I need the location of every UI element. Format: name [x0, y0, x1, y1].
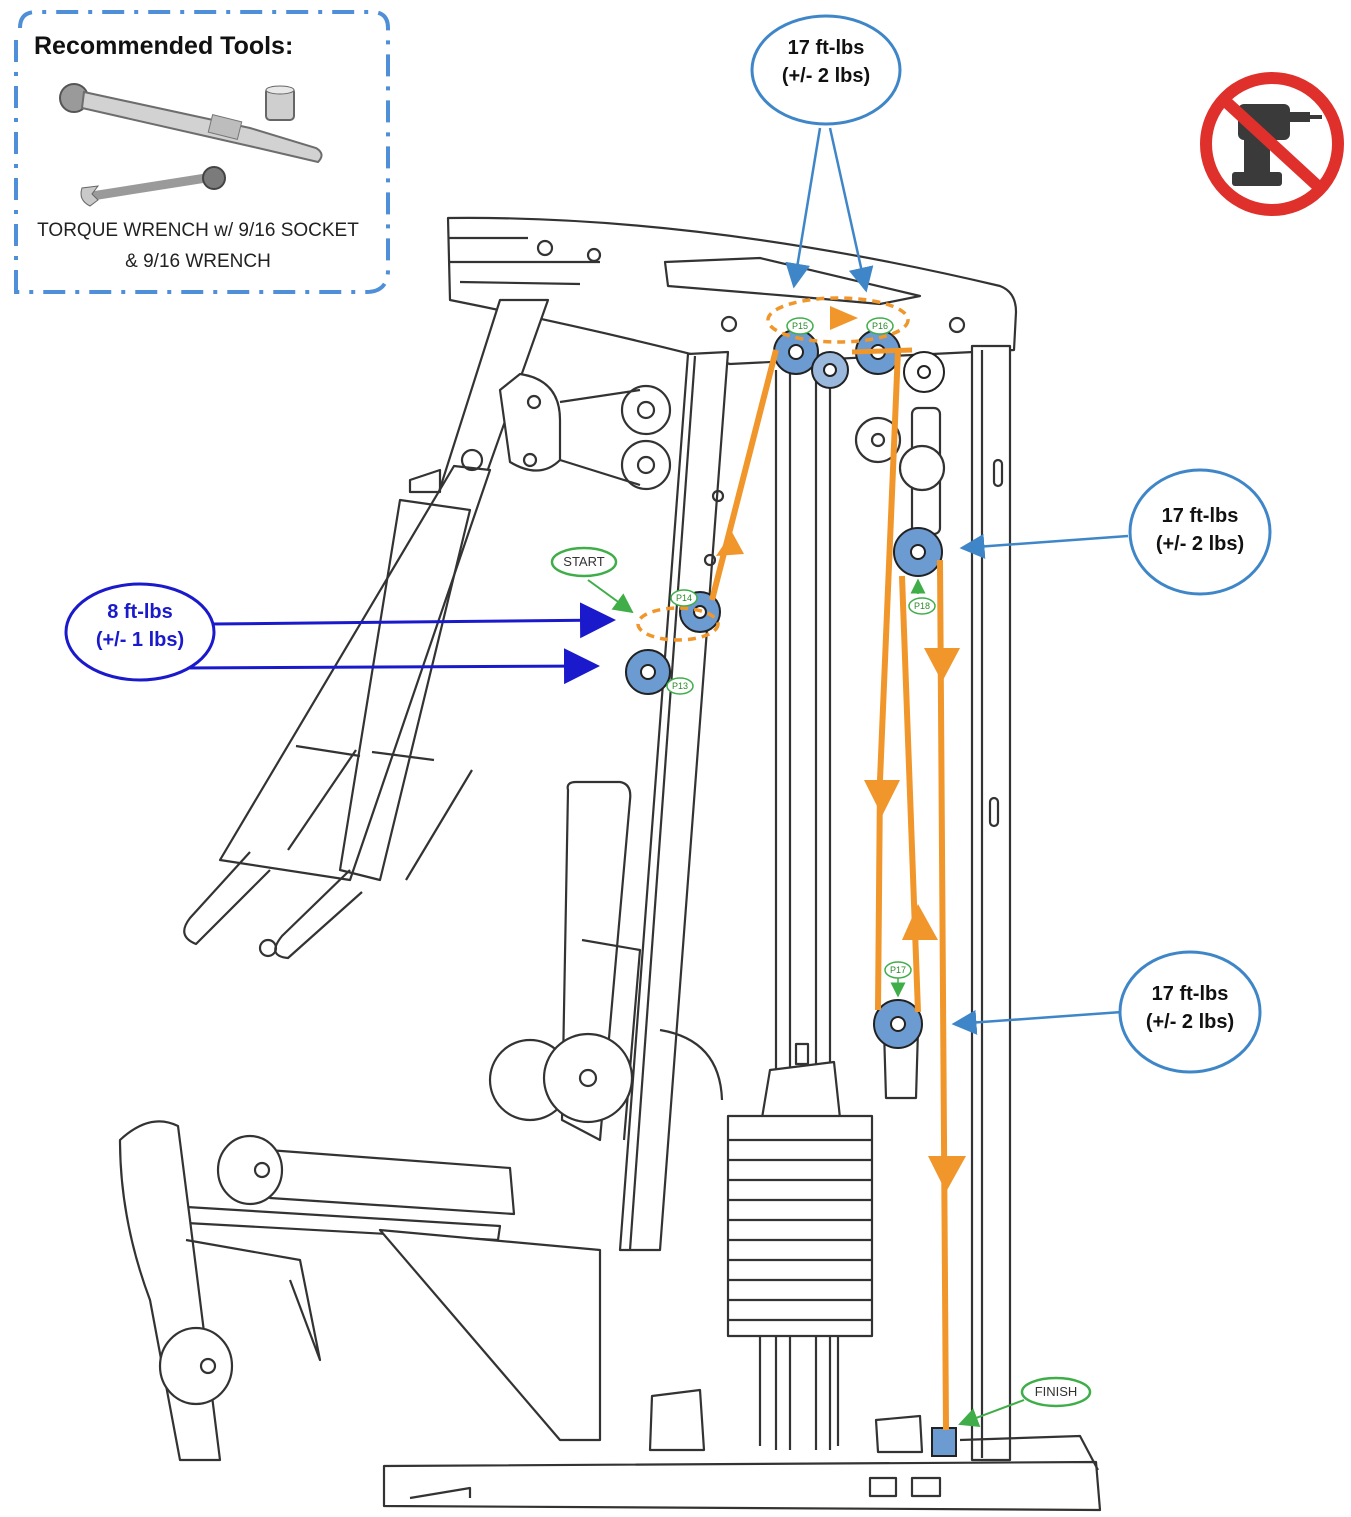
- torque-callout-right-upper: 17 ft-lbs (+/- 2 lbs): [1135, 502, 1265, 558]
- pulley-p18: [893, 527, 943, 577]
- torque-value: 17 ft-lbs: [1151, 983, 1229, 1005]
- socket-icon: [265, 85, 295, 121]
- pulley-p15: [773, 329, 819, 375]
- cable-direction-arrows: [716, 306, 966, 1192]
- torque-tolerance: (+/- 1 lbs): [95, 629, 185, 651]
- cable-arrow-down-1: [924, 648, 960, 682]
- pulley-label-p18: P18: [913, 601, 930, 611]
- recommended-tools-box: [14, 10, 390, 294]
- tools-title: Recommended Tools:: [34, 32, 294, 60]
- torque-value: 8 ft-lbs: [107, 601, 173, 623]
- torque-leader-lines: [179, 127, 1129, 1428]
- cable-anchor-finish: [931, 1427, 957, 1457]
- cable-arrow-down-2: [864, 780, 900, 816]
- torque-tolerance: (+/- 2 lbs): [1145, 1011, 1235, 1033]
- no-power-drill-icon: [1200, 72, 1344, 216]
- pulley-tag-rings: [666, 317, 936, 979]
- torque-callout-right-lower: 17 ft-lbs (+/- 2 lbs): [1125, 980, 1255, 1036]
- start-marker: START: [563, 554, 605, 569]
- start-marker-ring: [550, 546, 618, 578]
- torque-value: 17 ft-lbs: [787, 37, 865, 59]
- finish-marker: FINISH: [1034, 1384, 1078, 1399]
- pulley-label-p15: P15: [791, 321, 808, 331]
- cable-arrow-down-3: [928, 1156, 966, 1192]
- cable-arrow-right: [830, 306, 858, 330]
- torque-tolerance: (+/- 2 lbs): [1155, 533, 1245, 555]
- tools-line-2: & 9/16 WRENCH: [125, 251, 271, 272]
- tools-line-1: TORQUE WRENCH w/ 9/16 SOCKET: [37, 220, 359, 241]
- torque-value: 17 ft-lbs: [1161, 505, 1239, 527]
- torque-callout-top-ring: [750, 14, 902, 126]
- pulley-label-p16: P16: [871, 321, 888, 331]
- torque-callout-right-lower-ring: [1118, 950, 1262, 1074]
- cable-arrow-up-1: [716, 532, 744, 556]
- pulley-label-p13: P13: [671, 681, 688, 691]
- pulley-p13: [625, 649, 671, 695]
- torque-tolerance: (+/- 2 lbs): [781, 65, 871, 87]
- combination-wrench-icon: [80, 166, 226, 207]
- cable-arrow-up-2: [902, 904, 938, 940]
- torque-callout-left: 8 ft-lbs (+/- 1 lbs): [75, 598, 205, 654]
- torque-wrench-icon: [59, 83, 323, 164]
- start-highlight: [636, 296, 910, 642]
- torque-callout-left-ring: [64, 582, 216, 682]
- pulley-label-p17: P17: [889, 965, 906, 975]
- pulley-p17: [873, 999, 923, 1049]
- finish-marker-ring: [1020, 1376, 1092, 1408]
- home-gym-line-drawing: [118, 216, 1102, 1512]
- torque-callout-right-upper-ring: [1128, 468, 1272, 596]
- torque-callout-top: 17 ft-lbs (+/- 2 lbs): [761, 34, 891, 90]
- pulley-right-top: [903, 351, 945, 393]
- pulley-label-p14: P14: [675, 593, 692, 603]
- pulley-center-top: [811, 351, 849, 389]
